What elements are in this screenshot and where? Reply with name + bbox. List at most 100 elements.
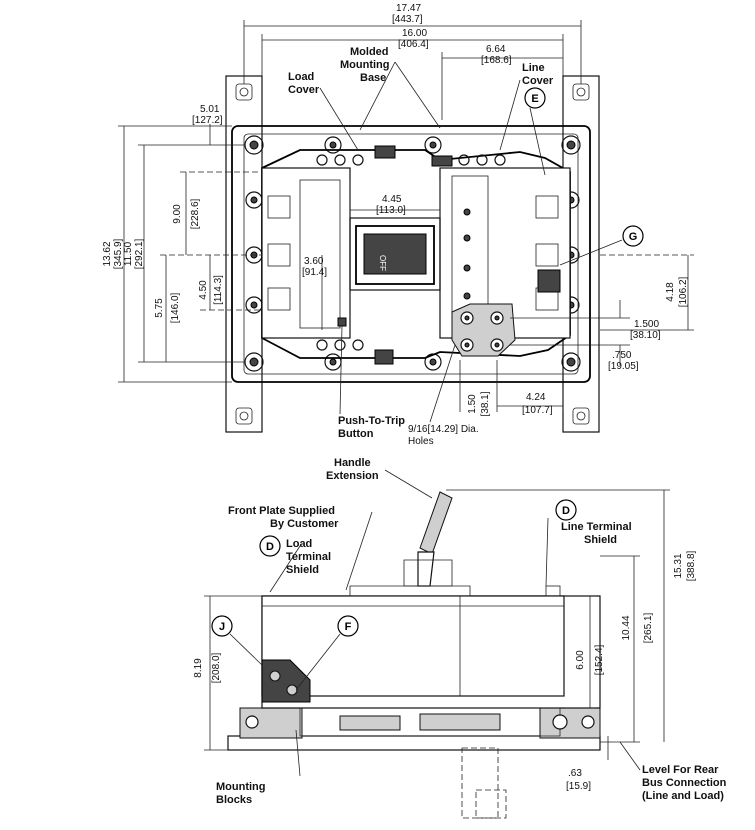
top-view-dimension-lines: [118, 20, 694, 412]
dim-445: 4.45: [382, 194, 402, 205]
label-rear-bus-2: Bus Connection: [642, 777, 727, 789]
dim-900: 9.00: [172, 204, 183, 224]
dim-1150: 11.50: [123, 241, 134, 266]
dim-575: 5.75: [154, 298, 165, 318]
dim-418: 4.18: [665, 282, 676, 302]
dim-1044: 10.44: [621, 615, 632, 640]
dim-600-mm: [152.4]: [594, 644, 605, 675]
callout-d-line: D: [555, 499, 577, 521]
label-holes-2: Holes: [408, 436, 434, 447]
callout-g: G: [622, 225, 644, 247]
label-line-shield-2: Shield: [584, 534, 617, 546]
dim-1600-mm: [406.4]: [398, 39, 429, 50]
dim-063-mm: [15.9]: [566, 781, 591, 792]
dim-575-mm: [146.0]: [170, 292, 181, 323]
dim-819-mm: [208.0]: [211, 652, 222, 683]
dim-360-mm: [91.4]: [302, 267, 327, 278]
load-terminal-block: [261, 659, 311, 703]
dim-1500-mm: [38.10]: [630, 330, 661, 341]
svg-text:G: G: [629, 231, 638, 243]
dim-1500: 1.500: [634, 319, 659, 330]
label-front-plate-1: Front Plate Supplied: [228, 505, 335, 517]
label-handle-ext-1: Handle: [334, 457, 371, 469]
label-handle-ext-2: Extension: [326, 470, 379, 482]
base-mounting-holes: [244, 135, 581, 372]
dim-450: 4.50: [198, 280, 209, 300]
top-view: OFF: [118, 20, 694, 433]
dimension-values: 17.47 [443.7] 16.00 [406.4] 6.64 [168.6]…: [102, 3, 697, 792]
dim-664-mm: [168.6]: [481, 55, 512, 66]
molded-mounting-base: [231, 125, 591, 383]
label-front-plate-2: By Customer: [270, 518, 339, 530]
callout-f: F: [337, 615, 359, 637]
top-view-leaders: [319, 61, 623, 423]
label-push-to-trip-1: Push-To-Trip: [338, 415, 405, 427]
dim-360: 3.60: [304, 256, 324, 267]
callout-e: E: [524, 87, 546, 109]
dim-1362-mm: [345.9]: [113, 238, 124, 269]
label-load-shield-2: Terminal: [286, 551, 331, 563]
label-mounting-blocks-1: Mounting: [216, 781, 265, 793]
label-load-shield-1: Load: [286, 538, 312, 550]
dim-1600: 16.00: [402, 28, 427, 39]
handle-escutcheon: [349, 217, 441, 291]
labels: Molded Mounting Base Load Cover Line Cov…: [216, 46, 727, 806]
dim-1150-mm: [292.1]: [134, 238, 145, 269]
dim-501: 5.01: [200, 104, 220, 115]
front-plate: [349, 585, 471, 597]
dim-1044-mm: [265.1]: [643, 612, 654, 643]
label-rear-bus-1: Level For Rear: [642, 764, 719, 776]
push-to-trip-button[interactable]: [337, 317, 347, 327]
label-holes-1: 9/16[14.29] Dia.: [408, 424, 479, 435]
top-terminal-screws: [316, 145, 506, 365]
svg-text:F: F: [345, 621, 352, 633]
svg-text:D: D: [266, 541, 274, 553]
dim-501-mm: [127.2]: [192, 115, 223, 126]
side-view-leaders: [269, 469, 641, 777]
dim-1747-mm: [443.7]: [392, 14, 423, 25]
dim-450-mm: [114.3]: [213, 275, 224, 305]
label-molded-3: Base: [360, 72, 386, 84]
label-molded-2: Mounting: [340, 59, 389, 71]
handle-off-label: OFF: [378, 255, 387, 271]
dim-750-mm: [19.05]: [608, 361, 639, 372]
svg-text:J: J: [219, 621, 225, 633]
dim-1747: 17.47: [396, 3, 421, 14]
dim-664: 6.64: [486, 44, 506, 55]
svg-text:D: D: [562, 505, 570, 517]
label-load-shield-3: Shield: [286, 564, 319, 576]
callout-d-load: D: [259, 535, 281, 557]
breaker-side-body: [261, 595, 565, 697]
dim-1531: 15.31: [673, 553, 684, 578]
label-line-shield-1: Line Terminal: [561, 521, 632, 533]
dim-819: 8.19: [193, 658, 204, 678]
side-view-dimension-lines: [204, 489, 670, 760]
label-load-cover-2: Cover: [288, 84, 320, 96]
dim-900-mm: [228.6]: [190, 198, 201, 229]
label-line-cover-2: Cover: [522, 75, 554, 87]
dim-600: 6.00: [575, 650, 586, 670]
label-molded-1: Molded: [350, 46, 389, 58]
handle-extension[interactable]: [419, 491, 453, 555]
dim-418-mm: [106.2]: [678, 276, 689, 307]
label-push-to-trip-2: Button: [338, 428, 374, 440]
dim-445-mm: [113.0]: [376, 205, 406, 216]
line-terminal-shield: [545, 585, 561, 597]
dim-1362: 13.62: [102, 241, 113, 266]
dim-424-mm: [107.7]: [522, 405, 553, 416]
callout-j: J: [211, 615, 233, 637]
dim-150-mm: [38.1]: [480, 391, 491, 416]
dim-150: 1.50: [467, 394, 478, 414]
lug-bracket: [537, 269, 561, 293]
dim-750: .750: [612, 350, 632, 361]
load-cover: [261, 167, 351, 339]
label-rear-bus-3: (Line and Load): [642, 790, 724, 802]
label-load-cover-1: Load: [288, 71, 314, 83]
side-view: [204, 469, 670, 819]
label-line-cover-1: Line: [522, 62, 545, 74]
svg-text:E: E: [531, 93, 538, 105]
dim-1531-mm: [388.8]: [686, 550, 697, 581]
breaker-handle[interactable]: [363, 233, 427, 275]
